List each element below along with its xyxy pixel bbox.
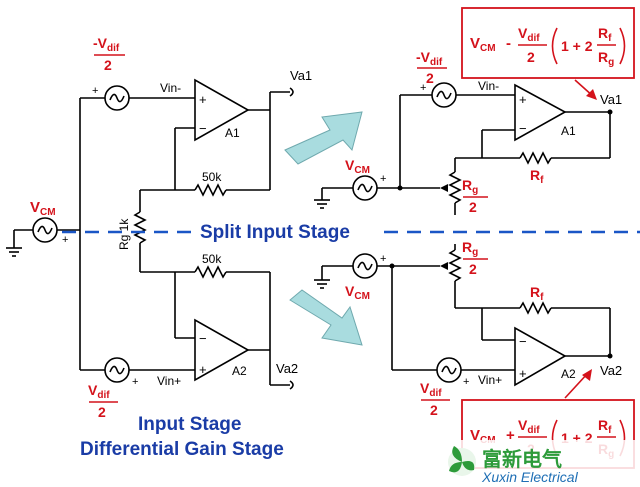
vcm-right-top-plus: + xyxy=(380,173,386,185)
opamp-a1-right: + − xyxy=(514,83,567,142)
vin-minus-right: Vin- xyxy=(478,79,499,93)
a2-label-right: A2 xyxy=(561,367,576,381)
rg2-top-label: Rg xyxy=(462,177,478,196)
vdif-source-top-left xyxy=(104,85,130,111)
vcm-source-right-bottom xyxy=(352,253,378,279)
split-stage-title: Split Input Stage xyxy=(200,222,350,243)
rg2-top-den: 2 xyxy=(469,199,477,215)
svg-text:Vdif: Vdif xyxy=(518,417,540,436)
vcm-source-left xyxy=(6,217,80,257)
svg-text:-: - xyxy=(506,35,511,52)
vcm-plus-left: + xyxy=(62,234,68,246)
logo-cn: 富新电气 xyxy=(482,447,562,471)
vdif-source-right-top xyxy=(431,82,457,108)
vdif-right-bottom-plus: + xyxy=(463,376,469,388)
vdif-right-bottom-label: Vdif xyxy=(420,380,442,399)
svg-text:−: − xyxy=(519,121,527,136)
svg-text:VCM: VCM xyxy=(470,35,496,54)
opamp-a1-left: + − xyxy=(194,78,250,142)
rf-label-right-bottom: Rf xyxy=(530,284,544,303)
rf-label-right-top: Rf xyxy=(530,167,544,186)
svg-text:−: − xyxy=(519,334,527,349)
svg-text:+: + xyxy=(519,92,527,107)
svg-text:Rf: Rf xyxy=(598,417,612,436)
diff-stage-title: Differential Gain Stage xyxy=(80,439,284,460)
vcm-label-left: VCM xyxy=(30,199,56,218)
svg-text:−: − xyxy=(199,121,207,136)
a1-label-right: A1 xyxy=(561,124,576,138)
va2-left: Va2 xyxy=(276,361,298,376)
xuxin-logo: 富新电气 Xuxin Electrical xyxy=(440,440,636,485)
vcm-right-bottom-plus: + xyxy=(380,253,386,265)
vdif-right-top-plus: + xyxy=(420,82,426,94)
vdif-right-top-den: 2 xyxy=(426,70,434,86)
vdif-bottom-label: Vdif xyxy=(88,382,110,401)
a2-label-left: A2 xyxy=(232,364,247,378)
svg-text:2: 2 xyxy=(527,49,535,65)
vin-minus-left: Vin- xyxy=(160,81,181,95)
vdif-right-top-label: -Vdif xyxy=(416,49,443,68)
formula-bottom-pointer xyxy=(564,372,589,399)
svg-text:+: + xyxy=(519,366,527,381)
r50k-top: 50k xyxy=(202,170,222,184)
a1-label-left: A1 xyxy=(225,126,240,140)
svg-text:Vdif: Vdif xyxy=(518,25,540,44)
svg-text:+: + xyxy=(506,427,515,444)
va1-left: Va1 xyxy=(290,68,312,83)
vcm-label-right-top: VCM xyxy=(345,157,370,176)
va1-right: Va1 xyxy=(600,92,622,107)
vdif-bottom-den: 2 xyxy=(98,404,106,420)
vdif-bottom-plus: + xyxy=(132,376,138,388)
r50k-bottom: 50k xyxy=(202,252,222,266)
logo-en: Xuxin Electrical xyxy=(481,469,579,485)
vdif-top-label: -Vdif xyxy=(93,35,120,54)
svg-text:−: − xyxy=(199,331,207,346)
vcm-label-right-bottom: VCM xyxy=(345,283,370,302)
opamp-a2-left: − + xyxy=(194,318,250,382)
svg-text:Rg: Rg xyxy=(598,49,614,68)
vdif-source-bottom-left xyxy=(104,357,130,383)
vdif-source-right-bottom xyxy=(436,357,462,383)
va2-right: Va2 xyxy=(600,363,622,378)
svg-text:+: + xyxy=(199,362,207,377)
formula-box-top: VCM - Vdif 2 1 + 2 Rf Rg xyxy=(461,7,635,79)
vin-plus-right: Vin+ xyxy=(478,373,502,387)
rg2-bottom-den: 2 xyxy=(469,261,477,277)
arrow-bottom xyxy=(289,289,363,346)
arrow-top xyxy=(284,111,363,165)
svg-text:1 + 2: 1 + 2 xyxy=(561,38,593,54)
vin-plus-left: Vin+ xyxy=(157,374,181,388)
rg2-bottom-label: Rg xyxy=(462,239,478,258)
vdif-top-den: 2 xyxy=(104,57,112,73)
input-stage-title: Input Stage xyxy=(138,414,241,435)
rg1k-label: Rg 1k xyxy=(117,218,131,250)
vcm-source-right-top xyxy=(352,175,378,201)
fan-icon xyxy=(448,446,476,476)
svg-text:Rf: Rf xyxy=(598,25,612,44)
vdif-right-bottom-den: 2 xyxy=(430,402,438,418)
svg-text:+: + xyxy=(199,92,207,107)
opamp-a2-right: − + xyxy=(514,326,567,387)
vdif-top-plus: + xyxy=(92,85,98,97)
